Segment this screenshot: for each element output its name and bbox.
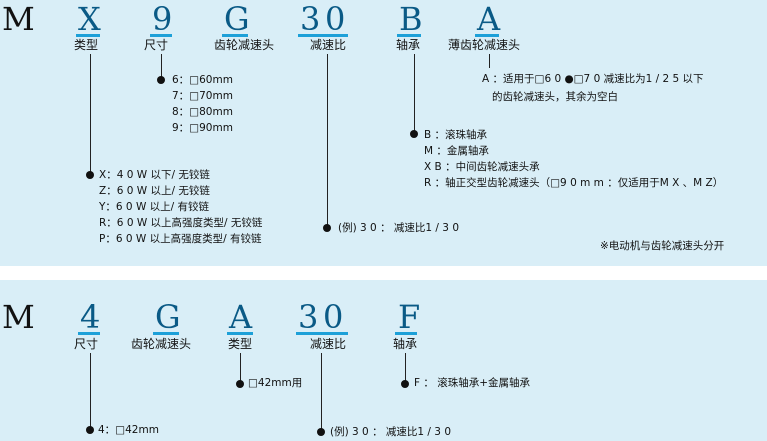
bullet-dot — [410, 130, 418, 138]
bullet-dot — [86, 171, 94, 179]
code-letter-a: A — [229, 298, 253, 336]
label-type: 类型 — [74, 38, 99, 52]
code-letter-x: X — [78, 0, 101, 38]
note-separate: ※电动机与齿轮减速头分开 — [600, 240, 725, 252]
type-item: X：4 0 W 以下/ 无铰链 — [99, 169, 210, 181]
label-thin-gearhead: 薄齿轮减速头 — [448, 38, 521, 52]
label-ratio: 减速比 — [310, 337, 347, 351]
code-letter-g: G — [155, 298, 181, 336]
label-size: 尺寸 — [144, 38, 169, 52]
connector-line — [321, 353, 322, 429]
label-gearhead: 齿轮减速头 — [214, 38, 275, 52]
connector-line — [161, 54, 162, 80]
connector-line — [414, 54, 415, 134]
label-bearing: 轴承 — [393, 337, 418, 351]
code-letter-0: 0 — [325, 0, 346, 38]
size-item: 7：□70mm — [172, 90, 233, 102]
type-item: Y：6 0 W 以上/ 有铰链 — [99, 201, 210, 213]
connector-line — [90, 353, 91, 429]
code-letter-3: 3 — [298, 298, 319, 336]
code-letter-0: 0 — [323, 298, 344, 336]
connector-line — [240, 353, 241, 383]
bullet-dot — [401, 380, 409, 388]
type-item: R：6 0 W 以上高强度类型/ 无铰链 — [99, 217, 263, 229]
underline — [227, 332, 253, 335]
size-item: 4：□42mm — [98, 424, 159, 436]
label-size: 尺寸 — [74, 337, 99, 351]
bullet-dot — [86, 426, 94, 434]
type-item: Z：6 0 W 以上/ 无铰链 — [99, 185, 210, 197]
underline — [153, 332, 179, 335]
connector-line — [90, 54, 91, 172]
bearing-item: B ：滚珠轴承 — [424, 129, 488, 141]
connector-line — [327, 54, 328, 226]
size-item: 9：□90mm — [172, 122, 233, 134]
code-letter-9: 9 — [152, 0, 173, 38]
underline — [397, 34, 421, 37]
type-item: □42mm用 — [248, 377, 303, 389]
code-letter-4: 4 — [80, 298, 101, 336]
model-code-panel-1 — [0, 0, 767, 266]
thin-gearhead-item: A ：适用于□6 0 ●□7 0 减速比为1 / 2 5 以下 — [482, 73, 704, 85]
size-item: 6：□60mm — [172, 74, 233, 86]
underline — [222, 34, 248, 37]
code-letter-g: G — [224, 0, 250, 38]
bullet-dot — [157, 76, 165, 84]
bearing-item: X B ：中间齿轮减速头承 — [424, 161, 540, 173]
underline — [78, 332, 100, 335]
underline — [475, 34, 499, 37]
underline — [298, 34, 348, 37]
label-bearing: 轴承 — [396, 38, 421, 52]
model-code-panel-2 — [0, 280, 767, 441]
label-type: 类型 — [228, 337, 253, 351]
thin-gearhead-item-cont: 的齿轮减速头，其余为空白 — [492, 91, 618, 103]
label-gearhead: 齿轮减速头 — [131, 337, 192, 351]
bearing-item: F ： 滚珠轴承+金属轴承 — [414, 377, 531, 389]
code-letter-f: F — [398, 298, 421, 336]
type-item: P：6 0 W 以上高强度类型/ 有铰链 — [99, 233, 262, 245]
ratio-item: (例) 3 0 ： 减速比1 / 3 0 — [338, 222, 459, 234]
ratio-item: (例) 3 0 ： 减速比1 / 3 0 — [330, 426, 451, 438]
underline — [395, 332, 417, 335]
underline — [150, 34, 172, 37]
bullet-dot — [323, 224, 331, 232]
underline — [296, 332, 348, 335]
bearing-item: M ：金属轴承 — [424, 145, 489, 157]
bullet-dot — [317, 428, 325, 436]
code-letter-a: A — [477, 0, 501, 38]
code-letter-m: M — [2, 298, 35, 336]
bearing-item: R ：轴正交型齿轮减速头（□9 0 m m ：仅适用于M X 、M Z） — [424, 177, 724, 189]
underline — [76, 34, 100, 37]
code-letter-3: 3 — [300, 0, 321, 38]
label-ratio: 减速比 — [310, 38, 347, 52]
bullet-dot — [236, 380, 244, 388]
size-item: 8：□80mm — [172, 106, 233, 118]
connector-line — [489, 54, 490, 68]
code-letter-b: B — [399, 0, 423, 38]
code-letter-m: M — [2, 0, 35, 38]
connector-line — [405, 353, 406, 383]
